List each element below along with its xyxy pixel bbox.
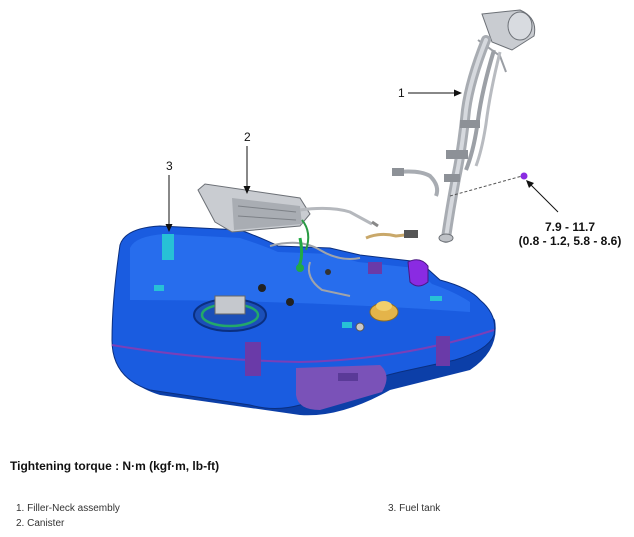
filler-neck-assembly bbox=[392, 9, 536, 243]
legend-item-canister: 2. Canister bbox=[16, 518, 65, 529]
exploded-diagram: 1 2 3 7.9 - 11.7 (0.8 - 1.2, 5.8 - 8.6) bbox=[111, 9, 622, 416]
torque-heading: Tightening torque : N·m (kgf·m, lb-ft) bbox=[10, 459, 220, 473]
torque-callout: 7.9 - 11.7 (0.8 - 1.2, 5.8 - 8.6) bbox=[519, 180, 622, 248]
torque-bolt bbox=[520, 172, 528, 180]
torque-value-alt-units: (0.8 - 1.2, 5.8 - 8.6) bbox=[519, 234, 622, 248]
canister bbox=[197, 183, 418, 251]
callout-label-1: 1 bbox=[398, 86, 405, 100]
legend-item-fuel-tank: 3. Fuel tank bbox=[388, 503, 441, 514]
callout-3: 3 bbox=[165, 159, 173, 232]
callout-label-2: 2 bbox=[244, 130, 251, 144]
legend-item-filler-neck: 1. Filler-Neck assembly bbox=[16, 503, 120, 514]
callout-2: 2 bbox=[243, 130, 251, 194]
callout-1: 1 bbox=[398, 86, 462, 100]
callout-label-3: 3 bbox=[166, 159, 173, 173]
torque-value: 7.9 - 11.7 bbox=[545, 220, 595, 234]
fuel-tank bbox=[111, 225, 496, 416]
